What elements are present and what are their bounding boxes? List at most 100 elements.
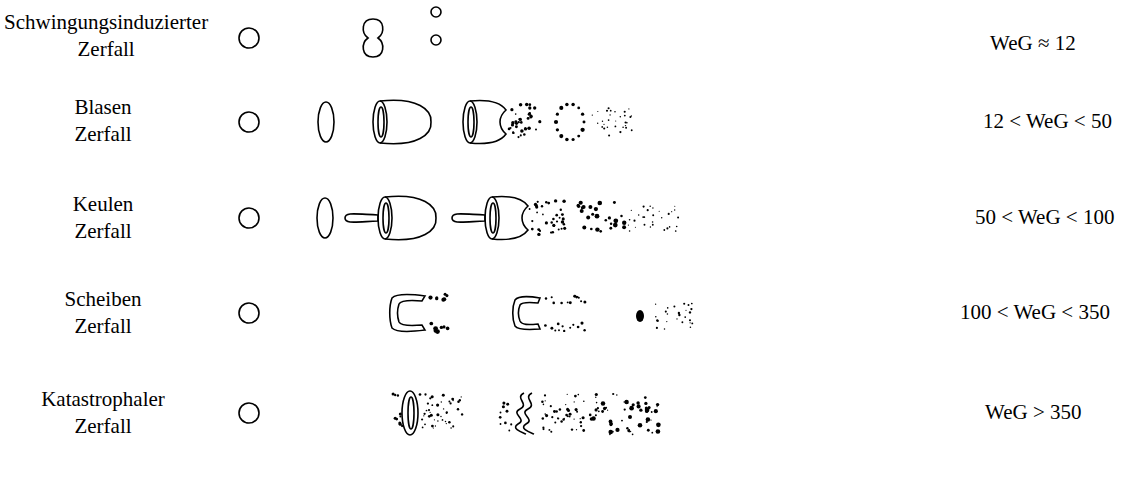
fragment-droplet bbox=[533, 106, 536, 109]
weber-range: WeG ≈ 12 bbox=[990, 30, 1076, 57]
fragment-droplet bbox=[461, 396, 462, 397]
fragment-droplet bbox=[452, 400, 453, 401]
fragment-droplet bbox=[431, 404, 433, 406]
fragment-droplet bbox=[428, 409, 430, 411]
fragment-droplet bbox=[542, 214, 544, 216]
fragment-droplet bbox=[659, 211, 660, 212]
fragment-droplet bbox=[599, 230, 602, 233]
fragment-droplet bbox=[515, 125, 518, 128]
fragment-droplet bbox=[424, 393, 426, 395]
fragment-droplet bbox=[502, 405, 505, 408]
fragment-droplet bbox=[583, 121, 586, 124]
fragment-droplet bbox=[642, 216, 644, 218]
fragment-droplet bbox=[560, 209, 562, 211]
fragment-droplet bbox=[545, 400, 546, 401]
fragment-droplet bbox=[605, 407, 607, 409]
fragment-droplet bbox=[394, 417, 397, 420]
fragment-droplet bbox=[598, 410, 600, 412]
fragment-droplet bbox=[567, 409, 570, 412]
fragment-droplet bbox=[581, 113, 584, 116]
fragment-droplet bbox=[545, 221, 548, 224]
fragment-droplet bbox=[651, 411, 653, 413]
fragment-droplet bbox=[613, 218, 618, 223]
fragment-droplet bbox=[436, 413, 439, 416]
fragment-droplet bbox=[609, 434, 611, 436]
fragment-droplet bbox=[559, 134, 563, 138]
fragment-droplet bbox=[656, 319, 658, 321]
regime-name: Blasen Zerfall bbox=[74, 94, 131, 149]
fragment-droplet bbox=[601, 410, 604, 413]
fragment-droplet bbox=[542, 417, 545, 420]
fragment-droplet bbox=[567, 394, 568, 395]
fragment-droplet bbox=[450, 427, 452, 429]
fragment-droplet bbox=[548, 429, 550, 431]
fragment-droplet bbox=[688, 304, 690, 306]
fragment-droplet bbox=[580, 300, 582, 302]
fragment-droplet bbox=[595, 214, 600, 219]
fragment-droplet bbox=[436, 404, 439, 407]
fragment-droplet bbox=[675, 230, 677, 232]
fragment-droplet bbox=[674, 209, 675, 210]
fragment-droplet bbox=[541, 400, 544, 403]
fragment-droplet bbox=[544, 394, 546, 396]
fragment-droplet bbox=[565, 414, 568, 417]
fragment-droplet bbox=[590, 228, 593, 231]
fragment-droplet bbox=[392, 393, 395, 396]
fragment-droplet bbox=[446, 411, 448, 413]
fragment-droplet bbox=[643, 206, 645, 208]
fragment-droplet bbox=[597, 123, 598, 124]
fragment-droplet bbox=[656, 422, 661, 427]
fragment-droplet bbox=[431, 395, 434, 398]
fragment-droplet bbox=[451, 398, 454, 401]
fragment-droplet bbox=[655, 304, 656, 305]
regime-name: Katastrophaler Zerfall bbox=[41, 386, 165, 441]
fragment-droplet bbox=[656, 403, 659, 406]
fragment-droplet bbox=[441, 401, 442, 402]
fragment-droplet bbox=[423, 413, 425, 415]
fragment-droplet bbox=[677, 217, 679, 219]
fragment-droplet bbox=[457, 408, 459, 410]
fragment-droplet bbox=[690, 326, 692, 328]
fragment-droplet bbox=[603, 127, 605, 129]
fragment-droplet bbox=[550, 431, 552, 433]
fragment-droplet bbox=[610, 222, 613, 225]
fragment-droplet bbox=[401, 425, 403, 427]
fragment-droplet bbox=[559, 106, 563, 110]
fragment-droplet bbox=[608, 216, 611, 219]
fragment-droplet bbox=[563, 223, 566, 226]
droplet bbox=[239, 28, 259, 48]
droplet bbox=[239, 403, 259, 423]
fragment-droplet bbox=[519, 118, 522, 121]
fragment-droplet bbox=[638, 423, 643, 428]
fragment-droplet bbox=[424, 423, 426, 425]
fragment-droplet bbox=[644, 396, 647, 399]
fragment-droplet bbox=[556, 113, 559, 116]
fragment-droplet bbox=[622, 126, 624, 128]
fragment-droplet bbox=[560, 420, 562, 422]
fragment-droplet bbox=[609, 114, 610, 115]
fragment-droplet bbox=[657, 320, 659, 322]
fragment-droplet bbox=[581, 206, 584, 209]
fragment-droplet bbox=[398, 421, 401, 424]
fragment-droplet bbox=[559, 408, 562, 411]
fragment-droplet bbox=[552, 218, 555, 221]
fragment-droplet bbox=[433, 326, 438, 331]
fragment-droplet bbox=[691, 322, 693, 324]
fragment-droplet bbox=[448, 400, 450, 402]
fragment-droplet bbox=[512, 131, 514, 133]
fragment-droplet bbox=[627, 429, 630, 432]
fragment-droplet bbox=[552, 302, 555, 305]
fragment-droplet bbox=[644, 224, 646, 226]
fragment-droplet bbox=[561, 213, 564, 216]
bag-rim-inner bbox=[468, 107, 474, 137]
fragment-droplet bbox=[545, 414, 548, 417]
fragment-droplet bbox=[543, 404, 545, 406]
fragment-droplet bbox=[506, 410, 509, 413]
fragment-droplet bbox=[550, 221, 552, 223]
fragment-droplet bbox=[446, 413, 447, 414]
fragment-droplet bbox=[504, 422, 507, 425]
fragment-droplet bbox=[577, 106, 580, 109]
fragment-droplet bbox=[551, 416, 553, 418]
fragment-droplet bbox=[583, 301, 586, 304]
fragment-droplet bbox=[673, 306, 675, 308]
